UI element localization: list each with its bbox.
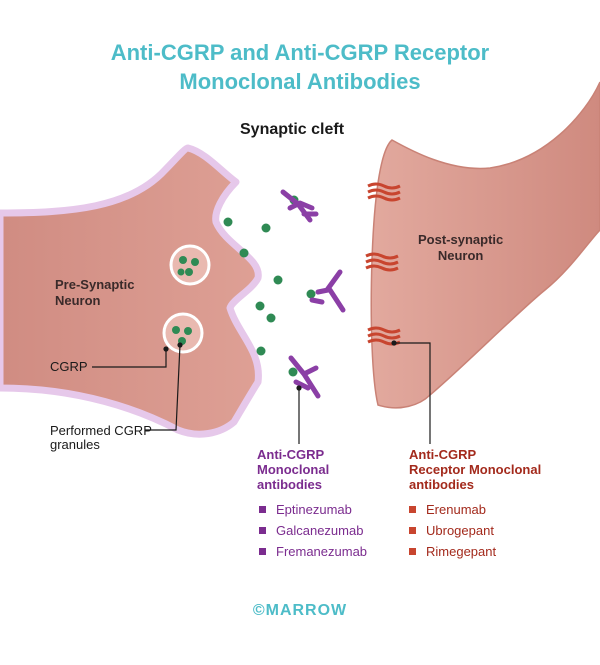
anti-cgrp-heading: Anti-CGRP Monoclonal antibodies [257, 447, 329, 492]
bullet-square-icon [409, 527, 416, 534]
bullet-square-icon [259, 506, 266, 513]
footer-logo: ©MARROW [252, 602, 348, 619]
drug-name: Ubrogepant [426, 523, 494, 538]
pre-synaptic-line-1: Pre-Synaptic [55, 277, 135, 292]
list-item: Ubrogepant [409, 520, 496, 541]
pre-synaptic-neuron [0, 144, 262, 438]
granules-label: Performed CGRP granules [50, 424, 152, 452]
antibody-icon [309, 269, 346, 313]
pre-synaptic-line-2: Neuron [55, 293, 101, 308]
list-item: Erenumab [409, 499, 496, 520]
bullet-square-icon [409, 506, 416, 513]
antibody-icon [280, 189, 319, 223]
list-item: Eptinezumab [259, 499, 367, 520]
drug-name: Fremanezumab [276, 544, 368, 559]
pre-synaptic-label: Pre-Synaptic Neuron [55, 277, 134, 309]
bullet-square-icon [259, 548, 266, 555]
anti-receptor-heading: Anti-CGRP Receptor Monoclonal antibodies [409, 447, 541, 492]
drug-name: Erenumab [426, 502, 486, 517]
cgrp-label: CGRP [50, 359, 88, 374]
bullet-square-icon [259, 527, 266, 534]
anti-receptor-heading-line-2: Receptor Monoclonal [409, 462, 542, 477]
bullet-square-icon [409, 548, 416, 555]
anti-receptor-heading-line-3: antibodies [409, 477, 475, 492]
list-item: Galcanezumab [259, 520, 367, 541]
post-synaptic-label: Post-synaptic Neuron [418, 232, 503, 264]
antibody-icon [288, 355, 321, 399]
granules-line-1: Performed CGRP [50, 423, 152, 438]
synaptic-cleft-label: Synaptic cleft [240, 121, 345, 138]
title-line-2: Monoclonal Antibodies [179, 69, 421, 94]
anti-cgrp-heading-line-3: antibodies [257, 477, 323, 492]
post-synaptic-line-2: Neuron [437, 248, 484, 263]
drug-name: Rimegepant [426, 544, 497, 559]
drug-name: Eptinezumab [276, 502, 352, 517]
anti-cgrp-heading-line-2: Monoclonal [257, 462, 330, 477]
vesicle-icon [162, 312, 204, 354]
anti-cgrp-heading-line-1: Anti-CGRP [257, 447, 325, 462]
title-line-1: Anti-CGRP and Anti-CGRP Receptor [110, 40, 490, 65]
post-synaptic-line-1: Post-synaptic [418, 232, 504, 247]
drug-name: Galcanezumab [276, 523, 364, 538]
post-synaptic-neuron [370, 81, 600, 409]
leader-lines [92, 340, 431, 444]
receptor-coil-icon [367, 182, 401, 202]
granules-line-2: granules [50, 437, 100, 452]
page-title: Anti-CGRP and Anti-CGRP Receptor Monoclo… [0, 38, 600, 96]
list-item: Fremanezumab [259, 541, 367, 562]
anti-cgrp-drug-list: Eptinezumab Galcanezumab Fremanezumab [259, 499, 367, 562]
list-item: Rimegepant [409, 541, 496, 562]
anti-receptor-drug-list: Erenumab Ubrogepant Rimegepant [409, 499, 496, 562]
receptor-coil-icon [365, 252, 399, 272]
anti-receptor-heading-line-1: Anti-CGRP [409, 447, 477, 462]
vesicle-icon [169, 244, 211, 286]
